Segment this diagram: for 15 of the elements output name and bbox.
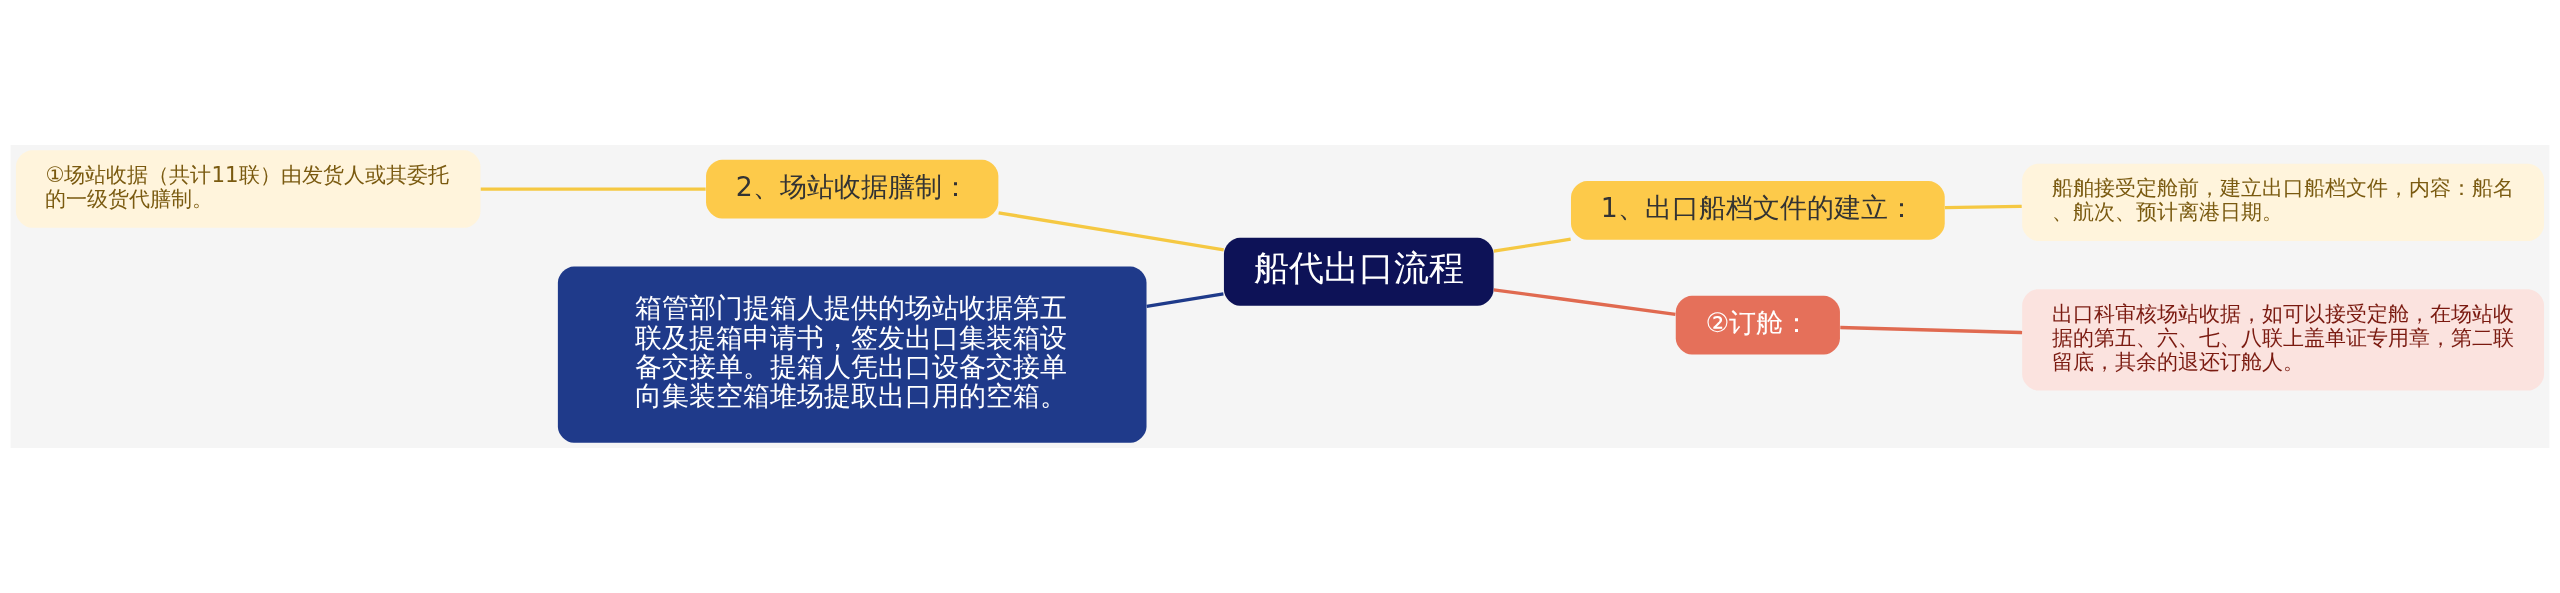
connector (1493, 237, 1571, 253)
node-box: 2、场站收据膳制： (706, 159, 999, 219)
node-box: 1、出口船档文件的建立： (1571, 181, 1945, 240)
connector (998, 211, 1224, 252)
node-box: 船代出口流程 (1223, 237, 1494, 306)
connector (480, 187, 706, 191)
node-box: 出口科审核场站收据，如可以接受定舱，在场站收据的第五、六、七、八联上盖单证专用章，第二联留底，其余的退还订舱人。 (2022, 289, 2545, 391)
node-box: ②订舱： (1675, 295, 1840, 355)
connector (1944, 204, 2022, 210)
node-box: ①场站收据（共计11联）由发货人或其委托的一级货代膳制。 (15, 150, 481, 228)
node-box: 箱管部门提箱人提供的场站收据第五联及提箱申请书，签发出口集装箱设备交接单。提箱人凭出口设备交接单向集装空箱堆场提取出口用的空箱。 (557, 266, 1147, 443)
connector (1840, 325, 2023, 335)
connector (1146, 292, 1224, 309)
node-box: 船舶接受定舱前，建立出口船档文件，内容：船名、航次、预计离港日期。 (2022, 163, 2545, 242)
connector (1493, 288, 1676, 316)
